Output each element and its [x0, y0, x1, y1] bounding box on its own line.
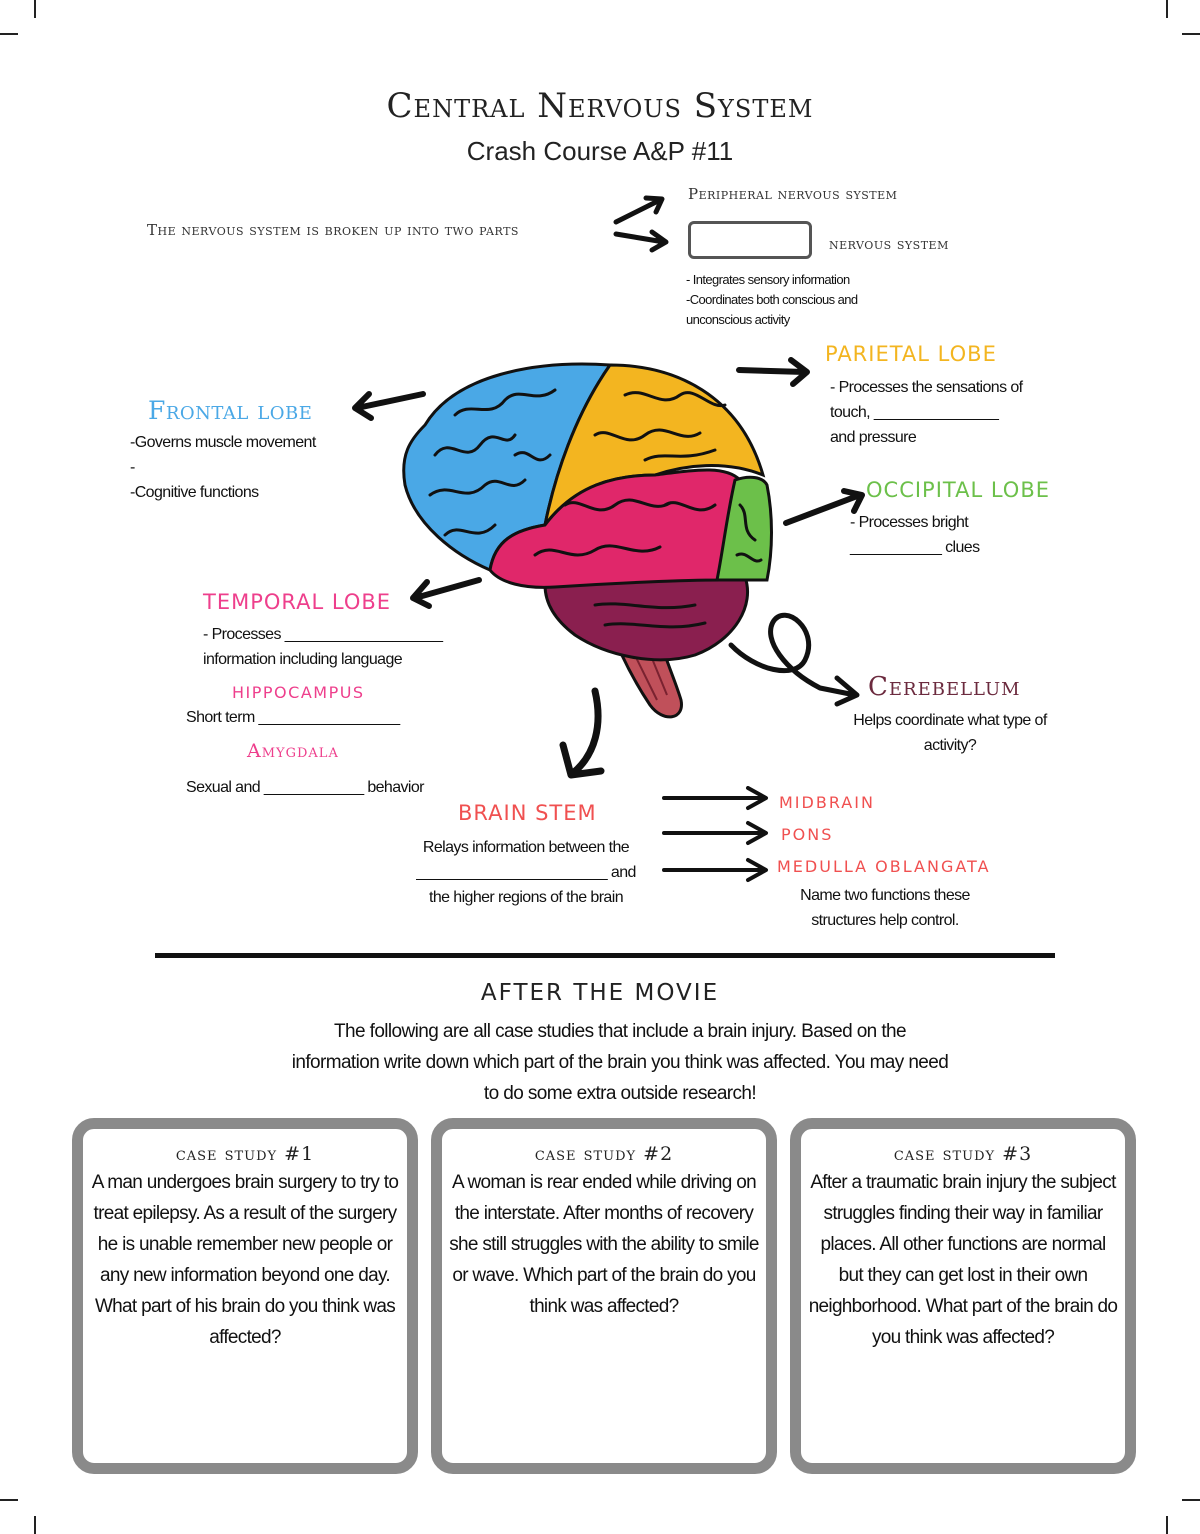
parietal-notes: - Processes the sensations of touch, ___…	[830, 375, 1023, 450]
frontal-notes: -Governs muscle movement - -Cognitive fu…	[130, 430, 316, 505]
pons-label: PONS	[781, 825, 834, 844]
crop-mark	[0, 1499, 18, 1501]
parietal-note: touch, _______________	[830, 404, 999, 421]
medulla-label: MEDULLA OBLANGATA	[777, 857, 991, 876]
case-study-text: A woman is rear ended while driving on t…	[449, 1172, 759, 1317]
case-study-title: case study #3	[893, 1143, 1033, 1165]
case-study-text: After a traumatic brain injury the subje…	[808, 1172, 1118, 1348]
cerebellum-note: activity?	[923, 737, 977, 754]
occipital-notes: - Processes bright ___________ clues	[850, 510, 980, 560]
intro-line: information write down which part of the…	[291, 1052, 949, 1073]
amygdala-note: Sexual and ____________ behavior	[186, 779, 425, 796]
brainstem-question: Name two functions these structures help…	[760, 883, 1010, 933]
occipital-lobe-label: OCCIPITAL LOBE	[866, 478, 1050, 502]
midbrain-label: MIDBRAIN	[779, 793, 875, 812]
case-study-card-3: case study #3 After a traumatic brain in…	[790, 1118, 1136, 1474]
cns-note: -Coordinates both conscious and	[686, 292, 858, 307]
amygdala-label: Amygdala	[247, 740, 339, 762]
brainstem-question-line: structures help control.	[811, 912, 959, 929]
temporal-note: - Processes ___________________	[203, 626, 443, 643]
peripheral-label: Peripheral nervous system	[688, 185, 898, 203]
frontal-note: -	[130, 459, 135, 476]
cns-note: unconscious activity	[686, 312, 790, 327]
case-study-title: case study #1	[175, 1143, 315, 1165]
crop-mark	[1182, 1499, 1200, 1501]
brainstem-arrow-icon	[559, 687, 605, 779]
cerebellum-label: Cerebellum	[868, 672, 1021, 702]
parietal-lobe-label: PARIETAL LOBE	[825, 342, 997, 366]
intro-line: The following are all case studies that …	[334, 1021, 907, 1042]
occipital-note: - Processes bright	[850, 514, 969, 531]
case-study-title: case study #2	[534, 1143, 674, 1165]
brainstem-note: the higher regions of the brain	[429, 889, 624, 906]
page-title: Central Nervous System	[386, 86, 814, 126]
crop-mark	[1182, 33, 1200, 35]
parietal-note: - Processes the sensations of	[830, 379, 1023, 396]
brainstem-part-arrows-icon	[662, 786, 768, 882]
crop-mark	[1166, 0, 1168, 18]
after-movie-intro: The following are all case studies that …	[220, 1016, 1020, 1109]
brainstem-note: Relays information between the	[422, 839, 630, 856]
case-study-card-1: case study #1 A man undergoes brain surg…	[72, 1118, 418, 1474]
frontal-note: -Governs muscle movement	[130, 434, 316, 451]
temporal-lobe-label: TEMPORAL LOBE	[203, 590, 392, 614]
crop-mark	[0, 33, 18, 35]
split-arrows-icon	[613, 195, 669, 253]
cerebellum-notes: Helps coordinate what type of activity?	[820, 708, 1080, 758]
cns-note: - Integrates sensory information	[686, 272, 850, 287]
hippocampus-label: HIPPOCAMPUS	[232, 683, 365, 702]
page-subtitle: Crash Course A&P #11	[466, 136, 734, 166]
brainstem-note: _______________________ and	[416, 864, 636, 881]
occipital-note: ___________ clues	[850, 539, 980, 556]
case-study-card-2: case study #2 A woman is rear ended whil…	[431, 1118, 777, 1474]
case-study-text: A man undergoes brain surgery to try to …	[91, 1172, 399, 1348]
nervous-system-intro: The nervous system is broken up into two…	[147, 221, 519, 239]
frontal-arrow-icon	[352, 391, 426, 421]
intro-line: to do some extra outside research!	[483, 1083, 757, 1104]
cns-notes: - Integrates sensory information -Coordi…	[686, 270, 858, 330]
central-label: nervous system	[829, 235, 949, 253]
brainstem-notes: Relays information between the _________…	[396, 835, 656, 910]
crop-mark	[34, 1516, 36, 1534]
parietal-arrow-icon	[736, 357, 810, 387]
brainstem-label: BRAIN STEM	[458, 801, 597, 825]
crop-mark	[1166, 1516, 1168, 1534]
central-blank-box[interactable]	[688, 221, 812, 259]
temporal-notes: - Processes ___________________ informat…	[203, 622, 443, 672]
cerebellum-arrow-icon	[728, 612, 860, 707]
frontal-note: -Cognitive functions	[130, 484, 259, 501]
occipital-arrow-icon	[783, 488, 865, 526]
hippocampus-note: Short term _________________	[186, 709, 400, 726]
frontal-lobe-label: Frontal lobe	[148, 396, 313, 425]
temporal-note: information including language	[203, 651, 403, 668]
parietal-note: and pressure	[830, 429, 917, 446]
temporal-arrow-icon	[410, 577, 482, 609]
crop-mark	[34, 0, 36, 18]
brain-illustration	[402, 362, 773, 719]
brainstem-question-line: Name two functions these	[800, 887, 970, 904]
section-divider	[155, 953, 1055, 958]
cerebellum-note: Helps coordinate what type of	[853, 712, 1047, 729]
after-movie-heading: AFTER THE MOVIE	[480, 980, 720, 1006]
